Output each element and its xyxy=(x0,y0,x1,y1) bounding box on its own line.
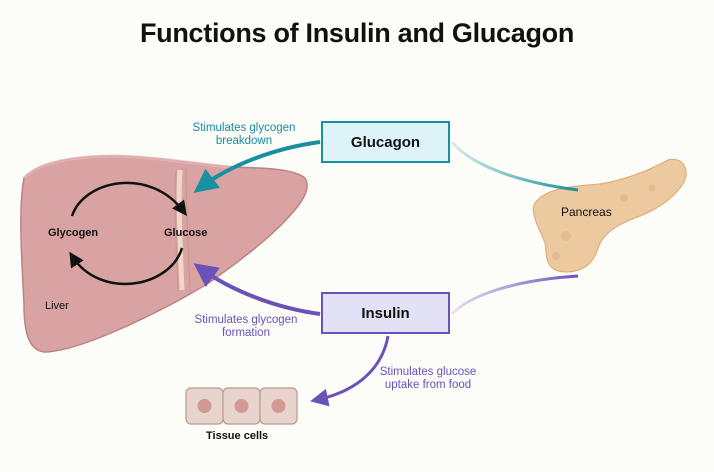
note-line: Stimulates glycogen xyxy=(192,122,296,134)
cycle-arrow-top xyxy=(70,181,187,217)
pancreas-shape xyxy=(532,158,687,273)
liver-illustration xyxy=(20,154,308,353)
glucagon-line-from-pancreas xyxy=(450,141,579,192)
glycogen-breakdown-note: Stimulates glycogen breakdown xyxy=(178,122,310,148)
insulin-box: Insulin xyxy=(321,292,450,334)
glycogen-label: Glycogen xyxy=(48,227,99,239)
glycogen-formation-note: Stimulates glycogen formation xyxy=(180,314,312,340)
note-line: formation xyxy=(222,327,270,339)
cycle-arrow-bottom xyxy=(69,247,184,286)
insulin-arrow-to-liver xyxy=(193,263,321,316)
note-line: uptake from food xyxy=(384,379,472,391)
pancreas-illustration xyxy=(532,158,687,273)
glucose-label: Glucose xyxy=(164,227,208,239)
glucagon-box: Glucagon xyxy=(321,121,450,163)
glucose-uptake-note: Stimulates glucose uptake from food xyxy=(364,366,492,392)
note-line: breakdown xyxy=(215,135,273,147)
glucagon-arrow xyxy=(193,140,321,193)
tissue-cells-label: Tissue cells xyxy=(206,430,269,442)
pancreas-label: Pancreas xyxy=(561,205,612,219)
liver-label: Liver xyxy=(45,300,69,312)
insulin-arrow-to-cells xyxy=(310,335,390,407)
note-line: Stimulates glucose xyxy=(379,366,477,378)
diagram-title: Functions of Insulin and Glucagon xyxy=(139,18,575,48)
insulin-line-from-pancreas xyxy=(450,274,579,316)
liver-vessel xyxy=(176,169,185,291)
note-line: Stimulates glycogen xyxy=(194,314,298,326)
tissue-cells-illustration xyxy=(185,387,298,425)
